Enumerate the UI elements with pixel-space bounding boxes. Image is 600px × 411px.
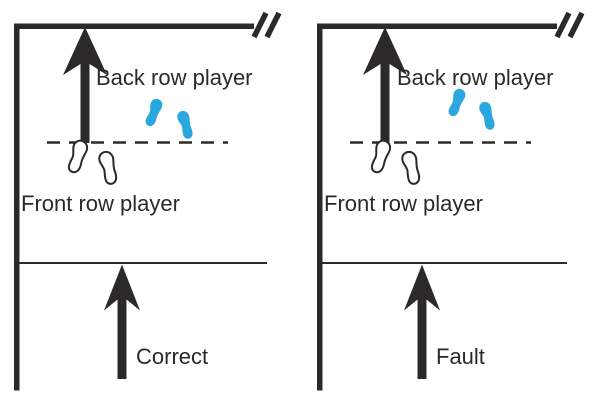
net-line xyxy=(14,23,254,29)
back-row-footprint-left-icon xyxy=(144,97,164,129)
verdict-fault-label: Fault xyxy=(436,344,485,369)
panel-fault xyxy=(317,13,582,391)
front-row-footprint-right-icon xyxy=(96,149,122,187)
front-row-footprint-left-icon xyxy=(369,138,393,176)
approach-arrow-icon xyxy=(404,264,440,379)
front-row-player-label: Front row player xyxy=(21,191,180,216)
verdict-correct-label: Correct xyxy=(136,344,209,369)
back-row-player-label: Back row player xyxy=(96,65,253,90)
line-break-icon xyxy=(557,13,582,37)
net-line xyxy=(317,23,557,29)
panel-correct xyxy=(14,13,279,391)
back-row-footprint-right-icon xyxy=(175,109,197,141)
approach-arrow-icon xyxy=(104,264,140,379)
back-row-footprint-right-icon xyxy=(477,100,499,132)
side-line xyxy=(317,23,323,391)
front-row-footprint-right-icon xyxy=(399,149,425,187)
front-row-footprint-left-icon xyxy=(66,138,90,176)
front-row-player-label: Front row player xyxy=(324,191,483,216)
back-row-footprint-left-icon xyxy=(447,87,467,119)
side-line xyxy=(14,23,20,391)
line-break-icon xyxy=(254,13,279,37)
back-row-player-label: Back row player xyxy=(397,65,554,90)
